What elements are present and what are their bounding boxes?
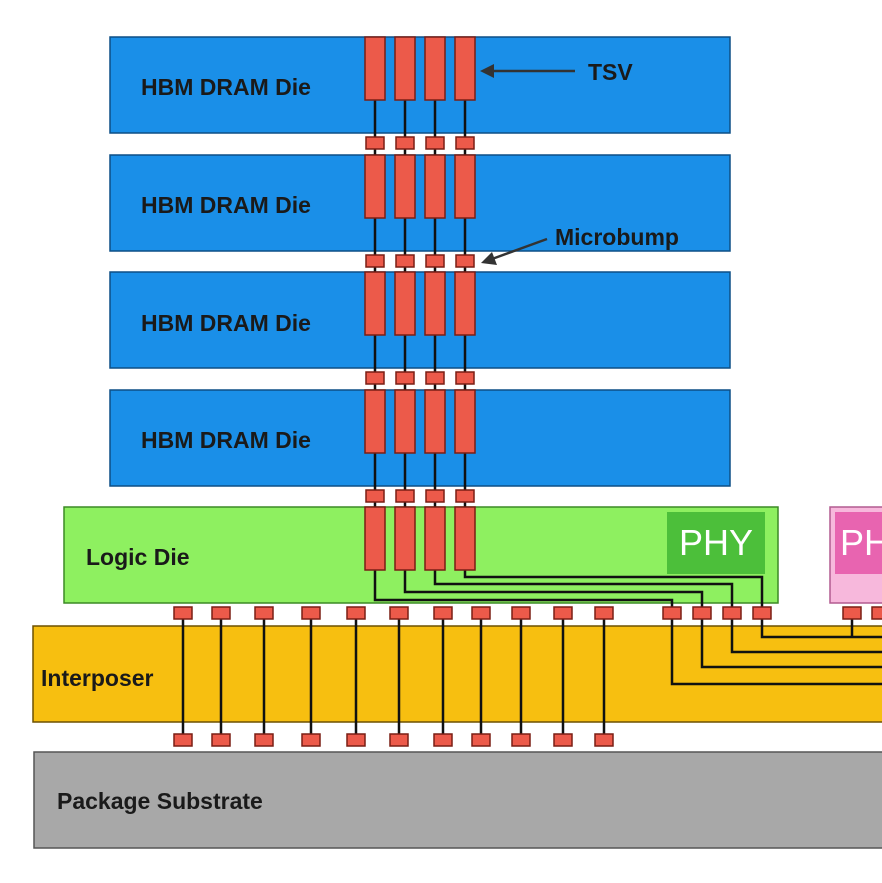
- phy-block-logic: [667, 512, 765, 574]
- package-substrate: [33, 751, 882, 849]
- hbm-die-4: [109, 389, 731, 487]
- phy-label-right: PHY: [840, 522, 882, 563]
- logic-die-label: Logic Die: [86, 544, 190, 570]
- interposer-label: Interposer: [41, 665, 154, 691]
- microbump-callout-arrow: [481, 237, 548, 265]
- hbm-die-label-1: HBM DRAM Die: [141, 74, 311, 100]
- hbm-die-2: [109, 154, 731, 252]
- tsv-callout-label: TSV: [588, 59, 633, 85]
- hbm-die-label-2: HBM DRAM Die: [141, 192, 311, 218]
- interposer-routing: [670, 614, 882, 686]
- hbm-die-1: [109, 36, 731, 134]
- microbumps-interposer-top: [173, 606, 882, 620]
- logic-die-routing: [373, 570, 764, 614]
- tsv-bars: [364, 36, 476, 571]
- phy-block-right: [835, 512, 882, 574]
- bumps-substrate: [173, 733, 614, 747]
- microbumps-stack: [365, 136, 475, 503]
- microbump-callout-label: Microbump: [555, 224, 679, 250]
- interposer: [32, 625, 882, 723]
- hbm-die-3: [109, 271, 731, 369]
- hbm-die-label-4: HBM DRAM Die: [141, 427, 311, 453]
- hbm-die-label-3: HBM DRAM Die: [141, 310, 311, 336]
- package-substrate-label: Package Substrate: [57, 788, 263, 814]
- logic-die: [63, 506, 779, 604]
- phy-label-logic: PHY: [679, 522, 753, 563]
- tsv-callout-arrow: [480, 64, 575, 78]
- interposer-vias: [181, 613, 606, 740]
